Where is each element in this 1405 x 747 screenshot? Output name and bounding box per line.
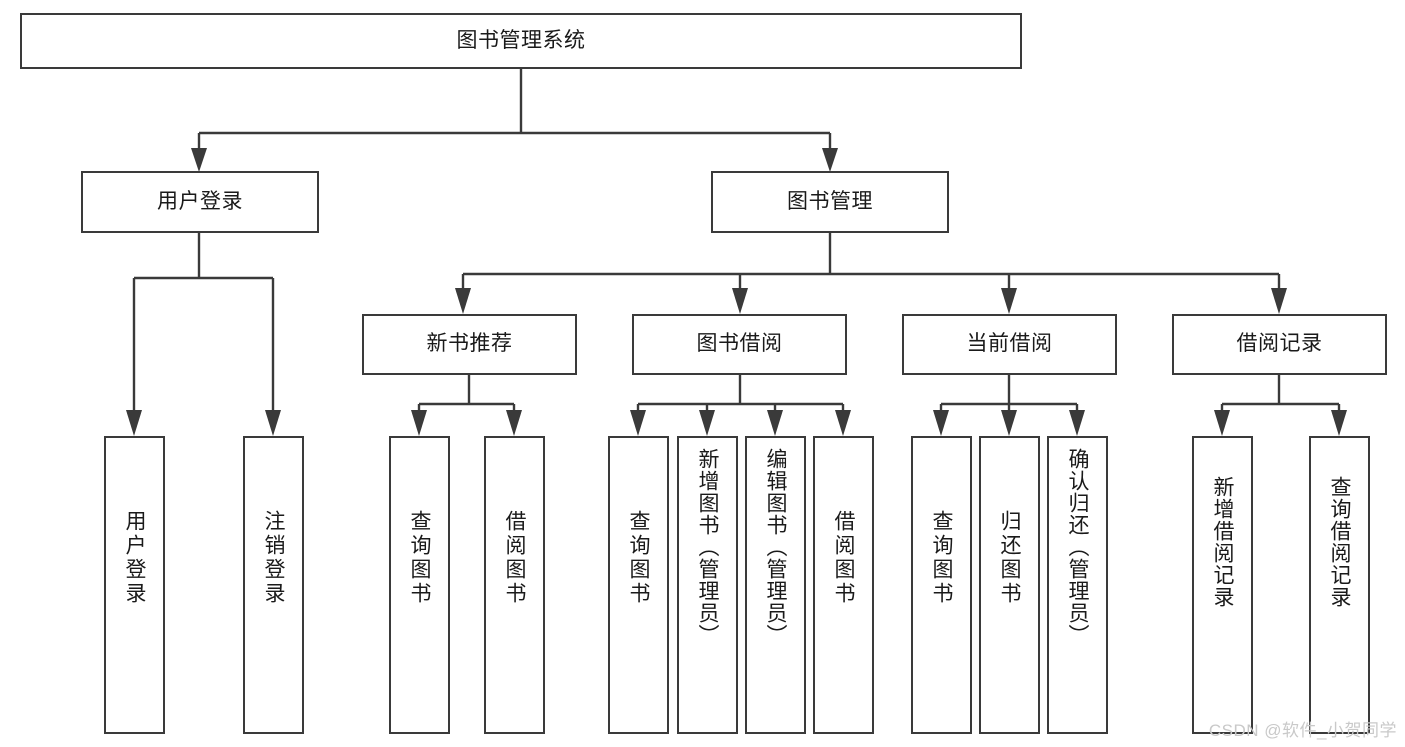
node-book-borrow-label: 图书借阅	[696, 332, 783, 356]
node-leaf-query-book-2[interactable]: 查询图书	[608, 436, 669, 734]
node-leaf-add-record-label: 新增借阅记录	[1211, 476, 1234, 608]
arrow-book-manage	[822, 148, 838, 172]
node-leaf-query-book-3-label: 查询图书	[930, 510, 953, 606]
arrow-current-borrow	[1001, 288, 1017, 314]
node-leaf-add-book[interactable]: 新增图书（管理员）	[677, 436, 738, 734]
node-leaf-query-record[interactable]: 查询借阅记录	[1309, 436, 1370, 734]
arrow-leaf-borrow-book-1	[506, 410, 522, 436]
arrow-leaf-borrow-book-2	[835, 410, 851, 436]
node-leaf-query-book-2-label: 查询图书	[627, 510, 650, 606]
node-book-borrow[interactable]: 图书借阅	[632, 314, 847, 375]
arrow-leaf-add-book	[699, 410, 715, 436]
arrow-leaf-return-book	[1001, 410, 1017, 436]
arrow-leaf-query-book-1	[411, 410, 427, 436]
arrow-new-book-recommend	[455, 288, 471, 314]
node-leaf-logout[interactable]: 注销登录	[243, 436, 304, 734]
node-user-login-label: 用户登录	[157, 189, 243, 213]
node-current-borrow[interactable]: 当前借阅	[902, 314, 1117, 375]
node-leaf-return-book[interactable]: 归还图书	[979, 436, 1040, 734]
node-new-book-recommend[interactable]: 新书推荐	[362, 314, 577, 375]
arrow-leaf-confirm-return	[1069, 410, 1085, 436]
node-leaf-query-book-1[interactable]: 查询图书	[389, 436, 450, 734]
node-leaf-borrow-book-2-label: 借阅图书	[832, 510, 855, 606]
node-leaf-return-book-label: 归还图书	[998, 510, 1021, 606]
arrow-book-borrow	[732, 288, 748, 314]
node-book-manage-label: 图书管理	[787, 189, 873, 213]
arrow-leaf-query-book-3	[933, 410, 949, 436]
node-leaf-logout-label: 注销登录	[262, 510, 285, 606]
node-new-book-recommend-label: 新书推荐	[426, 332, 513, 356]
arrow-user-login	[191, 148, 207, 172]
node-leaf-query-book-3[interactable]: 查询图书	[911, 436, 972, 734]
csdn-watermark: CSDN @软件_小贺同学	[1208, 721, 1397, 740]
node-leaf-query-record-label: 查询借阅记录	[1328, 476, 1351, 608]
arrow-leaf-logout	[265, 410, 281, 436]
node-borrow-record[interactable]: 借阅记录	[1172, 314, 1387, 375]
node-current-borrow-label: 当前借阅	[966, 332, 1053, 356]
node-root-label: 图书管理系统	[456, 28, 586, 52]
node-leaf-user-login[interactable]: 用户登录	[104, 436, 165, 734]
node-leaf-edit-book[interactable]: 编辑图书（管理员）	[745, 436, 806, 734]
arrow-leaf-query-record	[1331, 410, 1347, 436]
node-leaf-edit-book-label: 编辑图书（管理员）	[764, 448, 787, 646]
node-borrow-record-label: 借阅记录	[1236, 332, 1323, 356]
node-root[interactable]: 图书管理系统	[20, 13, 1022, 69]
node-leaf-add-record[interactable]: 新增借阅记录	[1192, 436, 1253, 734]
node-leaf-confirm-return[interactable]: 确认归还（管理员）	[1047, 436, 1108, 734]
node-user-login[interactable]: 用户登录	[81, 171, 319, 233]
arrow-leaf-add-record	[1214, 410, 1230, 436]
arrow-leaf-query-book-2	[630, 410, 646, 436]
node-leaf-borrow-book-1[interactable]: 借阅图书	[484, 436, 545, 734]
node-leaf-query-book-1-label: 查询图书	[408, 510, 431, 606]
arrow-leaf-edit-book	[767, 410, 783, 436]
node-leaf-borrow-book-2[interactable]: 借阅图书	[813, 436, 874, 734]
node-leaf-user-login-label: 用户登录	[123, 510, 146, 606]
arrow-borrow-record	[1271, 288, 1287, 314]
node-book-manage[interactable]: 图书管理	[711, 171, 949, 233]
node-leaf-add-book-label: 新增图书（管理员）	[696, 448, 719, 646]
node-leaf-confirm-return-label: 确认归还（管理员）	[1066, 448, 1089, 646]
node-leaf-borrow-book-1-label: 借阅图书	[503, 510, 526, 606]
arrow-leaf-user-login	[126, 410, 142, 436]
